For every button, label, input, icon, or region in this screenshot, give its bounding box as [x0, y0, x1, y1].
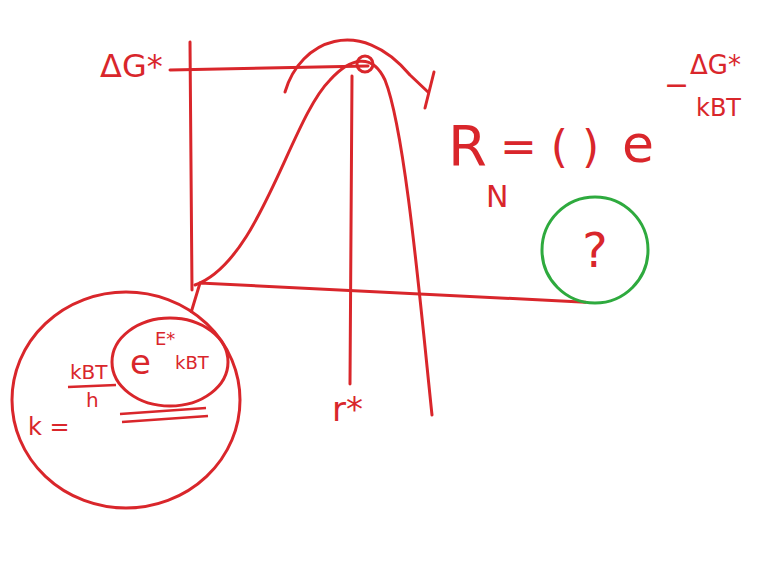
formula-text: ? [582, 226, 607, 274]
formula-label: ΔG* [690, 52, 741, 78]
highlight-ring [112, 318, 228, 406]
formula-text: kBT [70, 362, 108, 382]
saddle-arc [285, 40, 428, 92]
energy-axis [190, 42, 192, 290]
critical-radius-line [350, 76, 352, 384]
transition-state-dot [357, 56, 373, 72]
circle-outline [542, 197, 648, 303]
question-circle: ? [540, 195, 650, 305]
formula-ellipse: k =kBTheE*kBT [10, 290, 242, 510]
baseline-connector [191, 283, 585, 312]
formula-text: kBT [175, 354, 209, 372]
formula-label: = ( ) [500, 125, 599, 169]
formula-label: R [448, 118, 487, 174]
formula-text: e [130, 345, 151, 379]
formula-label: − [664, 70, 689, 100]
formula-label: kBT [696, 96, 741, 120]
barrier-height-line [170, 66, 368, 70]
fraction-bar [68, 385, 116, 387]
formula-text: E* [155, 330, 175, 348]
formula-text: h [86, 390, 99, 410]
node-outline [10, 290, 242, 510]
ellipse-outline [12, 292, 240, 508]
double-underline [120, 408, 208, 422]
formula-text: k = [28, 415, 70, 439]
formula-label: ΔG* [100, 50, 163, 82]
pen-stroke [425, 72, 434, 108]
formula-label: N [486, 182, 508, 212]
formula-label: e [622, 118, 654, 170]
energy-curve [195, 61, 432, 415]
formula-label: r* [332, 392, 363, 426]
